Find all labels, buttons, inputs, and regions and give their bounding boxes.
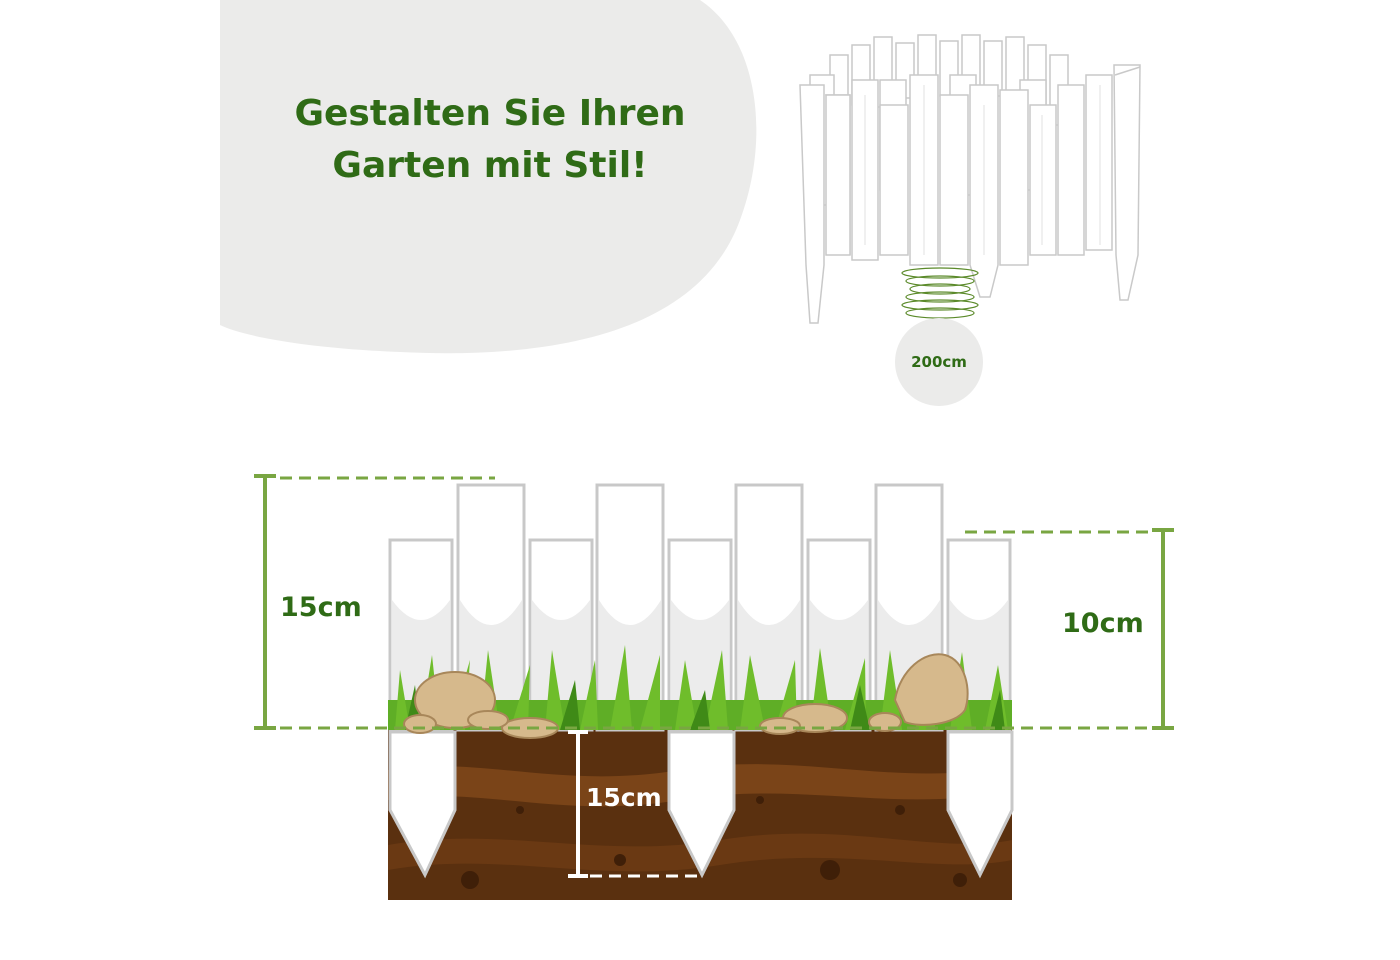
visible-height-label: 10cm (1062, 608, 1144, 639)
headline: Gestalten Sie Ihren Garten mit Stil! (250, 88, 730, 192)
ground-depth-label: 15cm (586, 783, 662, 812)
background-blob (220, 0, 757, 354)
headline-line-2: Garten mit Stil! (332, 145, 648, 186)
rolled-border-illustration (799, 34, 1141, 324)
diameter-badge: 200cm (895, 318, 983, 406)
diameter-label: 200cm (911, 353, 967, 371)
headline-line-1: Gestalten Sie Ihren (294, 93, 686, 134)
total-height-label: 15cm (280, 592, 362, 623)
